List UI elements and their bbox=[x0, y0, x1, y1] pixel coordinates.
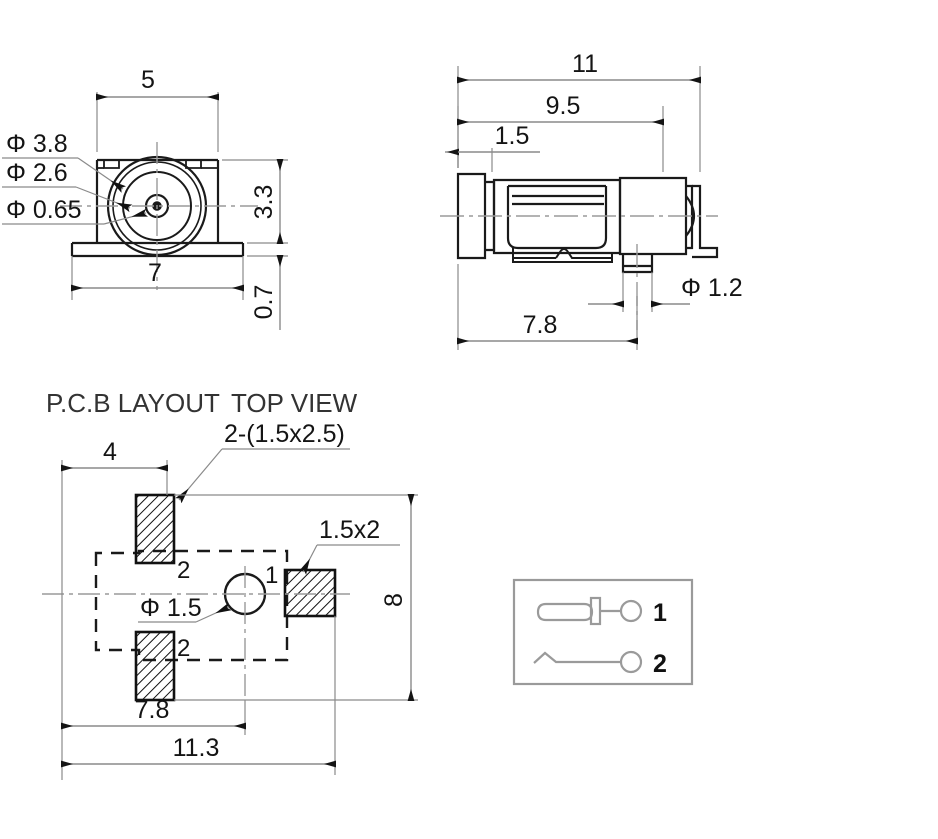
dim-side-pin-position: 7.8 bbox=[457, 264, 638, 350]
dim-label-side-pin-diameter: Φ 1.2 bbox=[681, 274, 743, 302]
dim-label-side-overall-length: 11 bbox=[572, 50, 598, 78]
side-view-body bbox=[492, 178, 622, 255]
dim-label-ground-pad-note: 2-(1.5x2.5) bbox=[224, 420, 345, 448]
pcb-pad-ground-top bbox=[134, 493, 176, 565]
pcb-pad-signal bbox=[283, 568, 337, 618]
leader-hole-diameter: Φ 1.5 bbox=[138, 594, 232, 623]
dim-label-side-pin-position: 7.8 bbox=[523, 311, 558, 339]
dim-label-side-front-face: 1.5 bbox=[495, 122, 530, 150]
dim-front-width-top: 5 bbox=[96, 66, 219, 152]
pcb-pad-ground-top-label: 2 bbox=[177, 557, 190, 584]
side-view-lower-lip bbox=[512, 248, 613, 263]
dim-label-dia-outer: Φ 3.8 bbox=[6, 130, 68, 158]
pcb-centerlines bbox=[42, 566, 350, 700]
pcb-pad-ground-bottom-label: 2 bbox=[177, 635, 190, 662]
dim-pcb-width-overall: 11.3 bbox=[61, 616, 336, 775]
dim-label-pcb-width-inner: 7.8 bbox=[135, 696, 170, 724]
front-view-top-notches bbox=[97, 160, 218, 169]
dim-pcb-width-inner: 7.8 bbox=[61, 696, 246, 780]
pin-legend-box: 1 2 bbox=[512, 578, 694, 686]
dim-label-pcb-width-overall: 11.3 bbox=[173, 734, 220, 762]
dim-label-side-length-to-tab: 9.5 bbox=[546, 92, 581, 120]
leader-dia-outer: Φ 3.8 bbox=[2, 130, 127, 193]
side-view-rear-block bbox=[618, 176, 696, 256]
dim-label-front-width-top: 5 bbox=[141, 66, 155, 94]
dim-front-height-body: 3.3 bbox=[222, 159, 288, 244]
top-view-label: TOP VIEW bbox=[231, 388, 358, 418]
leader-signal-pad-note: 1.5x2 bbox=[298, 516, 400, 575]
dim-side-pin-diameter: Φ 1.2 bbox=[588, 272, 743, 312]
pcb-pad-signal-label: 1 bbox=[265, 562, 278, 589]
dim-label-hole-diameter: Φ 1.5 bbox=[140, 594, 202, 622]
pin-legend-row-1: 1 bbox=[536, 596, 667, 627]
front-view-centerlines bbox=[60, 142, 258, 290]
pin-legend-row-2: 2 bbox=[533, 650, 667, 678]
pin-legend-number-1: 1 bbox=[653, 599, 667, 627]
dim-label-pcb-pad-offset: 4 bbox=[103, 438, 117, 466]
dim-front-width-bottom: 7 bbox=[71, 256, 244, 300]
side-view-centerlines bbox=[440, 215, 718, 330]
dim-pcb-height-overall: 8 bbox=[174, 494, 418, 701]
dim-label-front-height-flange: 0.7 bbox=[250, 285, 278, 320]
dim-label-front-width-bottom: 7 bbox=[148, 259, 162, 287]
dim-label-dia-middle: Φ 2.6 bbox=[6, 159, 68, 187]
leader-dia-middle: Φ 2.6 bbox=[2, 159, 133, 213]
dim-side-front-face: 1.5 bbox=[445, 122, 540, 172]
dim-label-signal-pad-note: 1.5x2 bbox=[319, 516, 380, 544]
side-view-rear-tab bbox=[692, 184, 719, 259]
ground-contact-symbol bbox=[533, 650, 643, 674]
pin-legend-border bbox=[512, 578, 694, 686]
pin-legend-number-2: 2 bbox=[653, 650, 667, 678]
pcb-layout-label: P.C.B LAYOUT bbox=[46, 388, 220, 418]
dim-side-length-to-tab: 9.5 bbox=[457, 92, 664, 172]
leader-ground-pad-note: 2-(1.5x2.5) bbox=[175, 420, 350, 504]
side-view: 11 9.5 1.5 7.8 bbox=[440, 50, 743, 350]
pcb-layout-view: 2 2 1 4 2-(1.5x2.5) bbox=[42, 420, 418, 780]
leader-dia-pin: Φ 0.65 bbox=[2, 196, 148, 225]
dim-pcb-pad-offset: 4 bbox=[61, 438, 168, 700]
center-contact-symbol bbox=[536, 596, 643, 626]
dim-label-front-height-body: 3.3 bbox=[250, 185, 278, 220]
front-view: 5 7 3.3 0.7 Φ 3.8 bbox=[2, 66, 288, 330]
dim-label-dia-pin: Φ 0.65 bbox=[6, 196, 82, 224]
dim-front-height-flange: 0.7 bbox=[247, 255, 288, 330]
pcb-pad-ground-bottom bbox=[134, 630, 176, 702]
pcb-layout-title: P.C.B LAYOUT TOP VIEW bbox=[46, 388, 358, 418]
dim-label-pcb-height-overall: 8 bbox=[380, 593, 408, 607]
